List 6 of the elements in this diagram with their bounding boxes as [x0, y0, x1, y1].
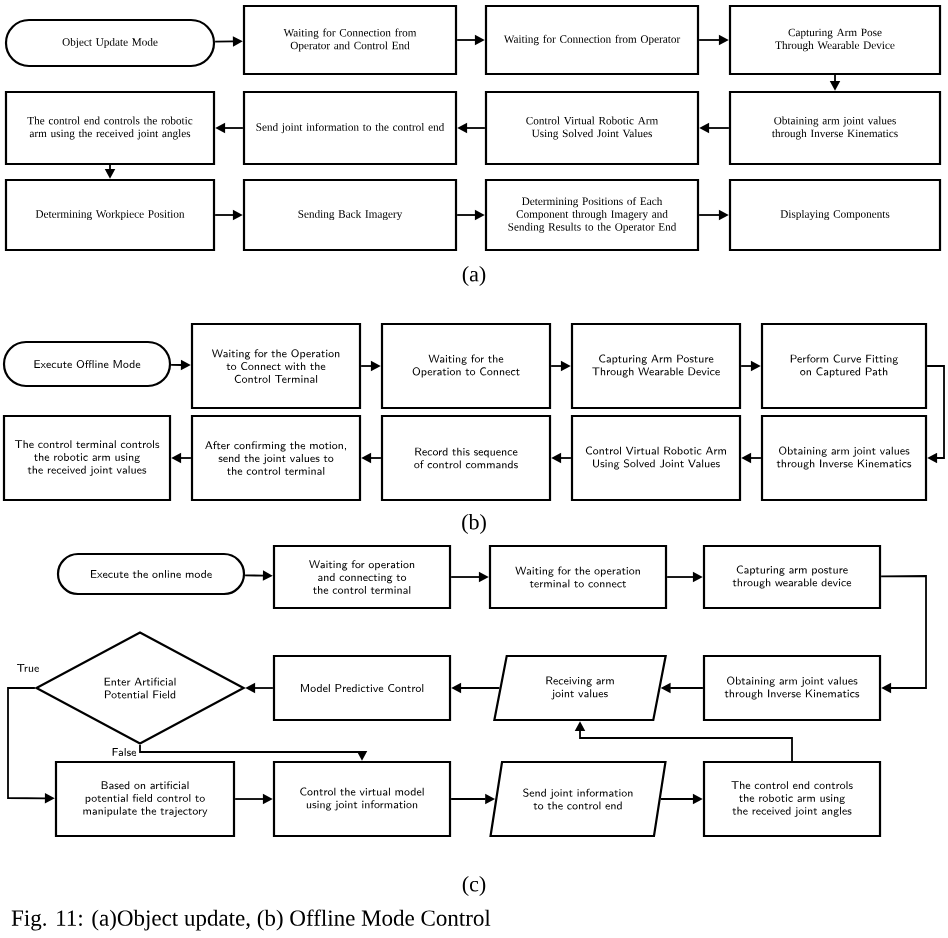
panel-label: (a) [462, 266, 486, 286]
arrow [926, 365, 945, 464]
arrow [880, 575, 927, 694]
panel-label: (b) [462, 514, 486, 534]
panel-label: (c) [462, 876, 486, 896]
caption: Fig. 11: (a)Object update, (b) Offline Mode Control [11, 909, 491, 931]
